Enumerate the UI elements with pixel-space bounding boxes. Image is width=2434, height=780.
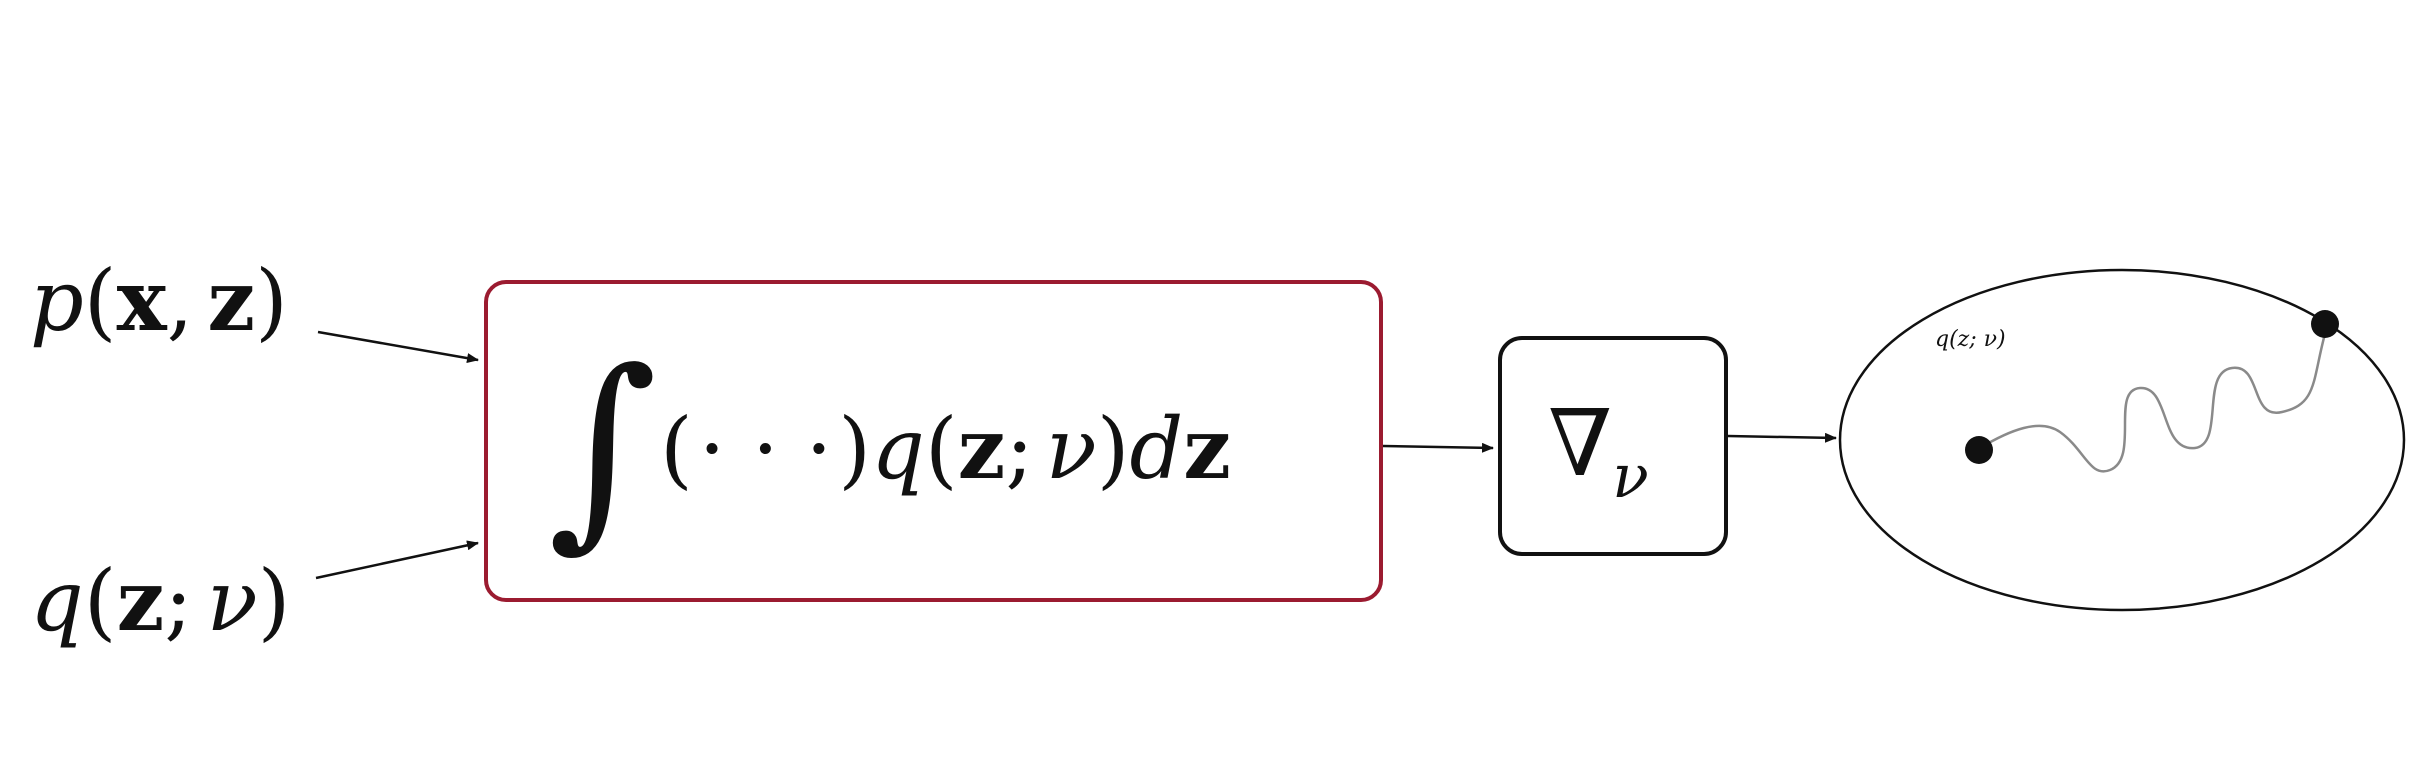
- arrow-gradient-to-ellipse: [1727, 432, 1837, 443]
- gradient-box: [1498, 336, 1728, 556]
- variational-family-ellipse: [1838, 268, 2406, 612]
- optimization-path: [1979, 329, 2328, 473]
- input-variational-label: q(z;ν): [30, 551, 290, 650]
- ellipse-label: q(z; ν): [1935, 327, 2006, 352]
- integral-box: [484, 280, 1383, 602]
- gradient-operator: ∇ν: [1548, 390, 1649, 512]
- input-joint-label: p(x,z): [30, 251, 288, 350]
- arrow-joint-to-integral: [317, 330, 479, 364]
- path-start-point: [1965, 436, 1993, 464]
- arrow-integral-to-gradient: [1382, 442, 1494, 453]
- integral-expression: (· · ·)q(z;ν)dz: [660, 399, 1231, 498]
- integral-sign: ∫: [548, 325, 657, 570]
- arrow-variational-to-integral: [315, 540, 479, 580]
- path-end-point: [2311, 310, 2339, 338]
